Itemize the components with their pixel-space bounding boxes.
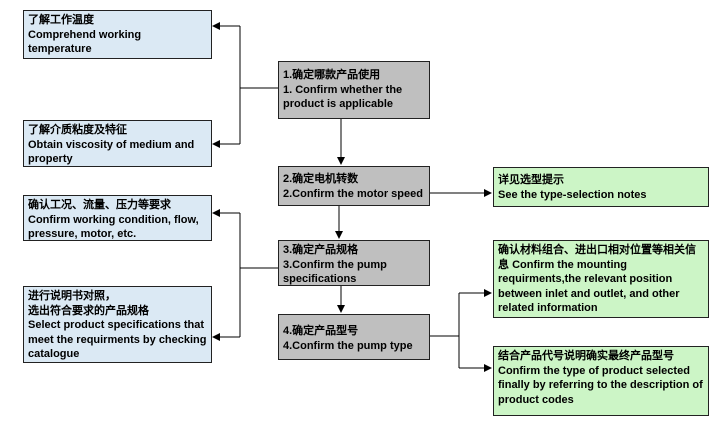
box-en-label: 3.Confirm the pump specifications <box>283 258 387 286</box>
box-zh-label: 2.确定电机转数 <box>283 173 359 185</box>
box-comprehend-temperature: 了解工作温度 Comprehend working temperature <box>23 10 212 59</box>
box-en-label: Comprehend working temperature <box>28 28 142 56</box>
box-zh-label: 确认工况、流量、压力等要求 <box>28 199 171 211</box>
box-mounting-requirements: 确认材料组合、进出口相对位置等相关信息 Confirm the mounting… <box>493 240 709 318</box>
box-obtain-viscosity: 了解介质粘度及特征 Obtain viscosity of medium and… <box>23 120 212 167</box>
box-zh-label-2: 选出符合要求的产品规格 <box>28 304 149 317</box>
box-step2-motor-speed: 2.确定电机转数 2.Confirm the motor speed <box>278 166 430 206</box>
box-zh-label: 4.确定产品型号 <box>283 325 359 337</box>
box-en-label: Confirm the mounting requirments,the rel… <box>498 258 680 315</box>
box-zh-label: 进行说明书对照， <box>28 290 116 302</box>
box-zh-label: 3.确定产品规格 <box>283 244 359 256</box>
box-zh-label: 详见选型提示 <box>498 174 564 186</box>
box-select-specifications: 进行说明书对照， 选出符合要求的产品规格 Select product spec… <box>23 286 212 363</box>
box-step1-applicable: 1.确定哪款产品使用 1. Confirm whether the produc… <box>278 61 430 119</box>
box-step3-specifications: 3.确定产品规格 3.Confirm the pump specificatio… <box>278 240 430 286</box>
box-en-label: Confirm working condition, flow, pressur… <box>28 213 199 241</box>
box-working-condition: 确认工况、流量、压力等要求 Confirm working condition,… <box>23 195 212 241</box>
box-en-label: Select product specifications that meet … <box>28 319 207 360</box>
box-product-codes: 结合产品代号说明确实最终产品型号 Confirm the type of pro… <box>493 346 709 416</box>
box-en-label: Obtain viscosity of medium and property <box>28 138 195 166</box>
box-en-label: 1. Confirm whether the product is applic… <box>283 83 403 111</box>
box-zh-label: 了解工作温度 <box>28 14 94 26</box>
box-en-label: Confirm the type of product selected fin… <box>498 364 703 406</box>
box-en-label: 2.Confirm the motor speed <box>283 187 423 200</box>
box-zh-label: 结合产品代号说明确实最终产品型号 <box>498 350 674 362</box>
box-en-label: See the type-selection notes <box>498 188 647 201</box>
box-en-label: 4.Confirm the pump type <box>283 339 413 352</box>
box-zh-label: 确认材料组合、进出口相对位置等相关信息 <box>498 244 696 271</box>
box-text: 确认材料组合、进出口相对位置等相关信息 Confirm the mounting… <box>498 243 704 316</box>
box-step4-pump-type: 4.确定产品型号 4.Confirm the pump type <box>278 314 430 360</box>
box-selection-notes: 详见选型提示 See the type-selection notes <box>493 167 709 207</box>
box-zh-label: 了解介质粘度及特征 <box>28 124 127 136</box>
box-zh-label: 1.确定哪款产品使用 <box>283 69 381 81</box>
